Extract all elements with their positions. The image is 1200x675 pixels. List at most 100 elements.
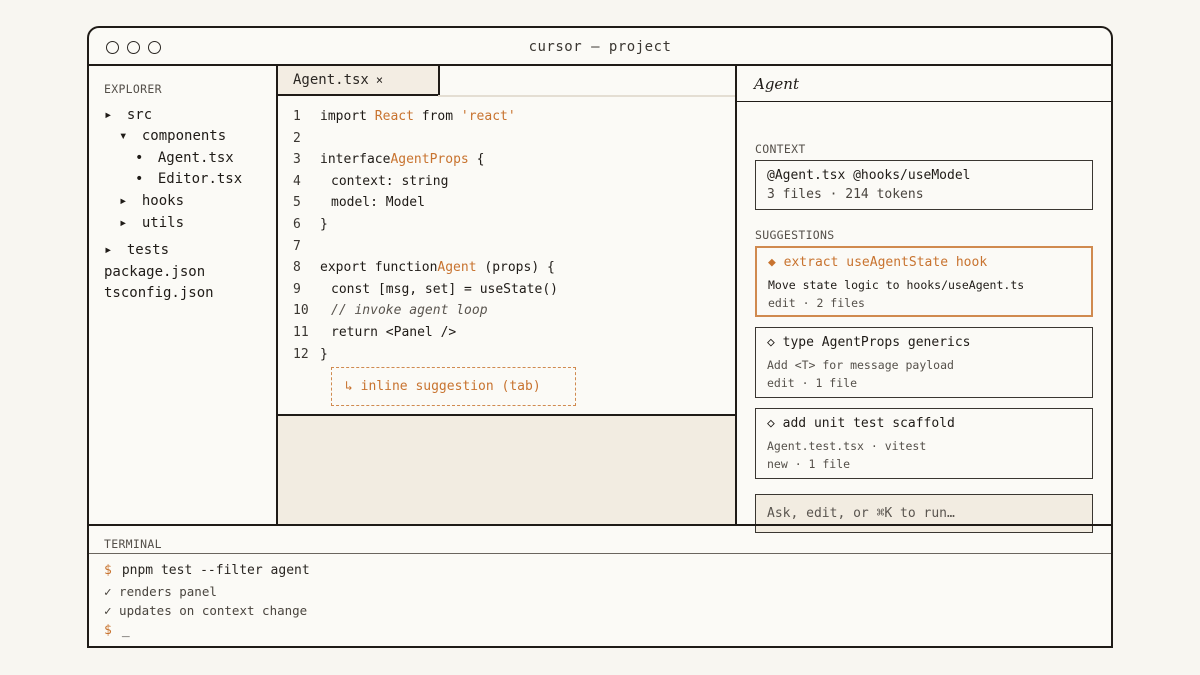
- agent-title: Agent: [754, 75, 799, 93]
- suggestion-meta: edit · 2 files: [768, 296, 865, 310]
- tree-item-package-json[interactable]: package.json: [104, 264, 206, 280]
- terminal-cursor: _: [121, 623, 130, 638]
- code-comment: // invoke agent loop: [331, 303, 488, 318]
- minimize-window-icon[interactable]: [127, 41, 140, 54]
- context-box[interactable]: @Agent.tsx @hooks/useModel 3 files · 214…: [755, 160, 1093, 210]
- line-number: 1: [293, 109, 301, 124]
- suggestion-card-type-generics[interactable]: ◇ type AgentProps generics Add <T> for m…: [755, 327, 1093, 398]
- tree-item-hooks[interactable]: ▸ hooks: [119, 193, 184, 209]
- tree-item-label: Agent.tsx: [157, 150, 234, 166]
- diamond-outline-icon: ◇: [767, 335, 775, 350]
- terminal-header: TERMINAL: [89, 526, 1111, 554]
- suggestion-card-test-scaffold[interactable]: ◇ add unit test scaffold Agent.test.tsx …: [755, 408, 1093, 479]
- close-window-icon[interactable]: [106, 41, 119, 54]
- code-token: }: [320, 217, 328, 232]
- suggestion-title: add unit test scaffold: [782, 416, 955, 431]
- suggestion-title: type AgentProps generics: [782, 335, 971, 350]
- code-token: interface: [320, 152, 391, 167]
- code-token: from: [421, 109, 454, 124]
- code-token: React: [374, 109, 414, 124]
- terminal-label: TERMINAL: [104, 537, 162, 551]
- chevron-right-icon: ▸: [104, 107, 113, 123]
- suggestion-desc: Agent.test.tsx · vitest: [767, 439, 927, 453]
- diamond-outline-icon: ◇: [767, 416, 775, 431]
- code-token: import: [320, 109, 367, 124]
- tree-item-label: Editor.tsx: [157, 171, 243, 187]
- terminal-command: pnpm test --filter agent: [121, 563, 310, 578]
- close-tab-icon[interactable]: ×: [375, 73, 384, 87]
- terminal-prompt: $: [104, 623, 112, 638]
- agent-header: Agent: [737, 66, 1111, 102]
- terminal-output-line: ✓ renders panel: [104, 584, 217, 599]
- tree-item-label: utils: [141, 215, 185, 231]
- tree-item-label: tests: [126, 242, 170, 258]
- terminal-input-line[interactable]: $_: [104, 623, 130, 638]
- editor-empty-area: [278, 414, 735, 524]
- app-window: cursor — project EXPLORER ▸ src ▾ compon…: [87, 26, 1113, 648]
- code-token: return <Panel />: [331, 325, 457, 340]
- tree-item-tests[interactable]: ▸ tests: [104, 242, 169, 258]
- context-label: CONTEXT: [755, 142, 806, 156]
- line-number: 10: [293, 303, 309, 318]
- code-token: }: [320, 347, 328, 362]
- line-number: 2: [293, 131, 301, 146]
- line-number: 6: [293, 217, 301, 232]
- tree-item-editor-tsx[interactable]: • Editor.tsx: [135, 171, 242, 187]
- suggestion-desc: Add <T> for message payload: [767, 358, 954, 372]
- tree-item-utils[interactable]: ▸ utils: [119, 215, 184, 231]
- suggestion-desc: Move state logic to hooks/useAgent.ts: [768, 278, 1025, 292]
- code-token: 'react': [460, 109, 516, 124]
- context-summary: 3 files · 214 tokens: [767, 187, 924, 202]
- line-number: 9: [293, 282, 301, 297]
- terminal-command-line: $ pnpm test --filter agent: [104, 563, 310, 578]
- terminal-prompt: $: [104, 563, 112, 578]
- tree-item-label: components: [141, 128, 227, 144]
- terminal-output-line: ✓ updates on context change: [104, 603, 308, 618]
- tree-item-components[interactable]: ▾ components: [119, 128, 226, 144]
- line-number: 7: [293, 239, 301, 254]
- code-token: const [msg, set] = useState(): [331, 282, 558, 297]
- maximize-window-icon[interactable]: [148, 41, 161, 54]
- context-refs: @Agent.tsx @hooks/useModel: [767, 168, 971, 183]
- window-title: cursor — project: [528, 39, 672, 55]
- line-number: 3: [293, 152, 301, 167]
- agent-panel: Agent CONTEXT @Agent.tsx @hooks/useModel…: [737, 66, 1111, 533]
- line-number: 5: [293, 195, 301, 210]
- suggestion-meta: edit · 1 file: [767, 376, 858, 390]
- chevron-right-icon: ▸: [104, 242, 113, 258]
- explorer-panel: EXPLORER ▸ src ▾ components • Agent.tsx …: [89, 66, 278, 524]
- title-bar: cursor — project: [89, 28, 1111, 66]
- line-number: 8: [293, 260, 301, 275]
- suggestion-card-extract-hook[interactable]: ◆ extract useAgentState hook Move state …: [755, 246, 1093, 317]
- line-number: 4: [293, 174, 301, 189]
- tree-item-src[interactable]: ▸ src: [104, 107, 152, 123]
- tab-label: Agent.tsx: [293, 72, 369, 88]
- code-token: (props) {: [484, 260, 555, 275]
- line-number: 12: [293, 347, 309, 362]
- tab-agent-tsx[interactable]: Agent.tsx ×: [278, 66, 440, 96]
- code-editor[interactable]: Agent.tsx × 1 import React from 'react' 2…: [278, 66, 737, 524]
- chevron-right-icon: ▸: [119, 215, 128, 231]
- code-token: AgentProps: [390, 152, 469, 167]
- explorer-label: EXPLORER: [104, 82, 162, 96]
- file-bullet-icon: •: [135, 150, 144, 166]
- tree-item-agent-tsx[interactable]: • Agent.tsx: [135, 150, 234, 166]
- tab-strip-divider: [438, 95, 735, 97]
- inline-suggestion[interactable]: ↳ inline suggestion (tab): [331, 367, 576, 406]
- code-token: {: [476, 152, 485, 167]
- tree-item-tsconfig-json[interactable]: tsconfig.json: [104, 285, 214, 301]
- suggestion-title: extract useAgentState hook: [783, 255, 988, 270]
- line-number: 11: [293, 325, 309, 340]
- terminal-panel[interactable]: TERMINAL $ pnpm test --filter agent ✓ ren…: [89, 524, 1111, 646]
- code-token: model: Model: [331, 195, 425, 210]
- code-token: export function: [320, 260, 438, 275]
- chevron-down-icon: ▾: [119, 128, 128, 144]
- chevron-right-icon: ▸: [119, 193, 128, 209]
- tree-item-label: src: [126, 107, 153, 123]
- suggestions-label: SUGGESTIONS: [755, 228, 835, 242]
- file-bullet-icon: •: [135, 171, 144, 187]
- tree-item-label: hooks: [141, 193, 185, 209]
- diamond-filled-icon: ◆: [768, 255, 776, 270]
- code-token: Agent: [437, 260, 477, 275]
- agent-prompt-input[interactable]: Ask, edit, or ⌘K to run…: [755, 494, 1093, 533]
